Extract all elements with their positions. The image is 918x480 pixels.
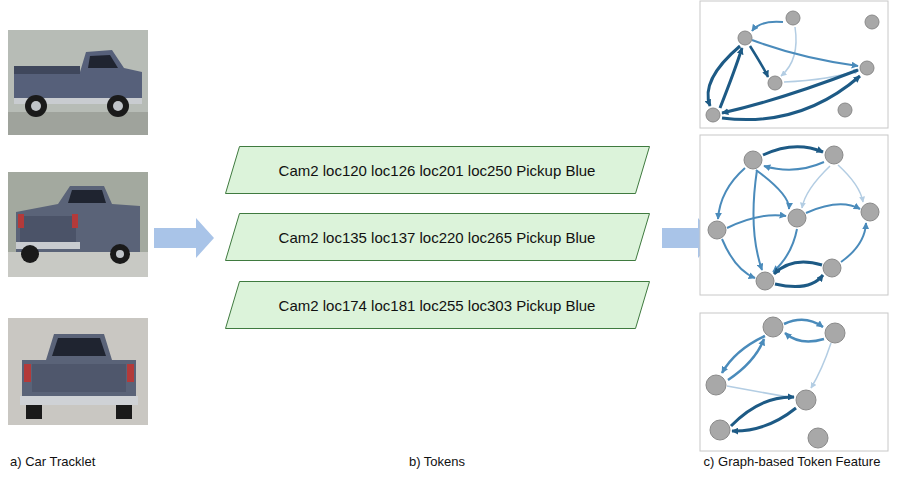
panel-caption: c) Graph-based Token Feature bbox=[704, 454, 881, 469]
text-holder: Cam2 loc120 loc126 loc201 loc250 Pickup … bbox=[225, 146, 650, 194]
flow-arrow bbox=[154, 218, 214, 258]
parallelogram-fill bbox=[225, 214, 649, 261]
car-photo bbox=[8, 172, 148, 277]
token-text: Cam2 loc135 loc137 loc220 loc265 Pickup … bbox=[279, 229, 596, 246]
car-photo bbox=[8, 318, 148, 425]
token-text: Cam2 loc120 loc126 loc201 loc250 Pickup … bbox=[279, 162, 596, 179]
car-photo bbox=[8, 30, 148, 135]
panel-caption: a) Car Tracklet bbox=[10, 454, 95, 469]
token-text: Cam2 loc174 loc181 loc255 loc303 Pickup … bbox=[279, 297, 596, 314]
parallelogram-fill bbox=[225, 282, 649, 329]
graph-panel bbox=[700, 313, 888, 451]
graph-panel bbox=[700, 135, 888, 295]
token-parallelogram: Cam2 loc174 loc181 loc255 loc303 Pickup … bbox=[225, 281, 650, 329]
text-holder: Cam2 loc174 loc181 loc255 loc303 Pickup … bbox=[225, 281, 650, 329]
text-holder: Cam2 loc135 loc137 loc220 loc265 Pickup … bbox=[225, 213, 650, 261]
panel-caption: b) Tokens bbox=[409, 454, 465, 469]
parallelogram-fill bbox=[225, 147, 649, 194]
token-parallelogram: Cam2 loc135 loc137 loc220 loc265 Pickup … bbox=[225, 213, 650, 261]
token-parallelogram: Cam2 loc120 loc126 loc201 loc250 Pickup … bbox=[225, 146, 650, 194]
graph-panel bbox=[700, 1, 888, 128]
